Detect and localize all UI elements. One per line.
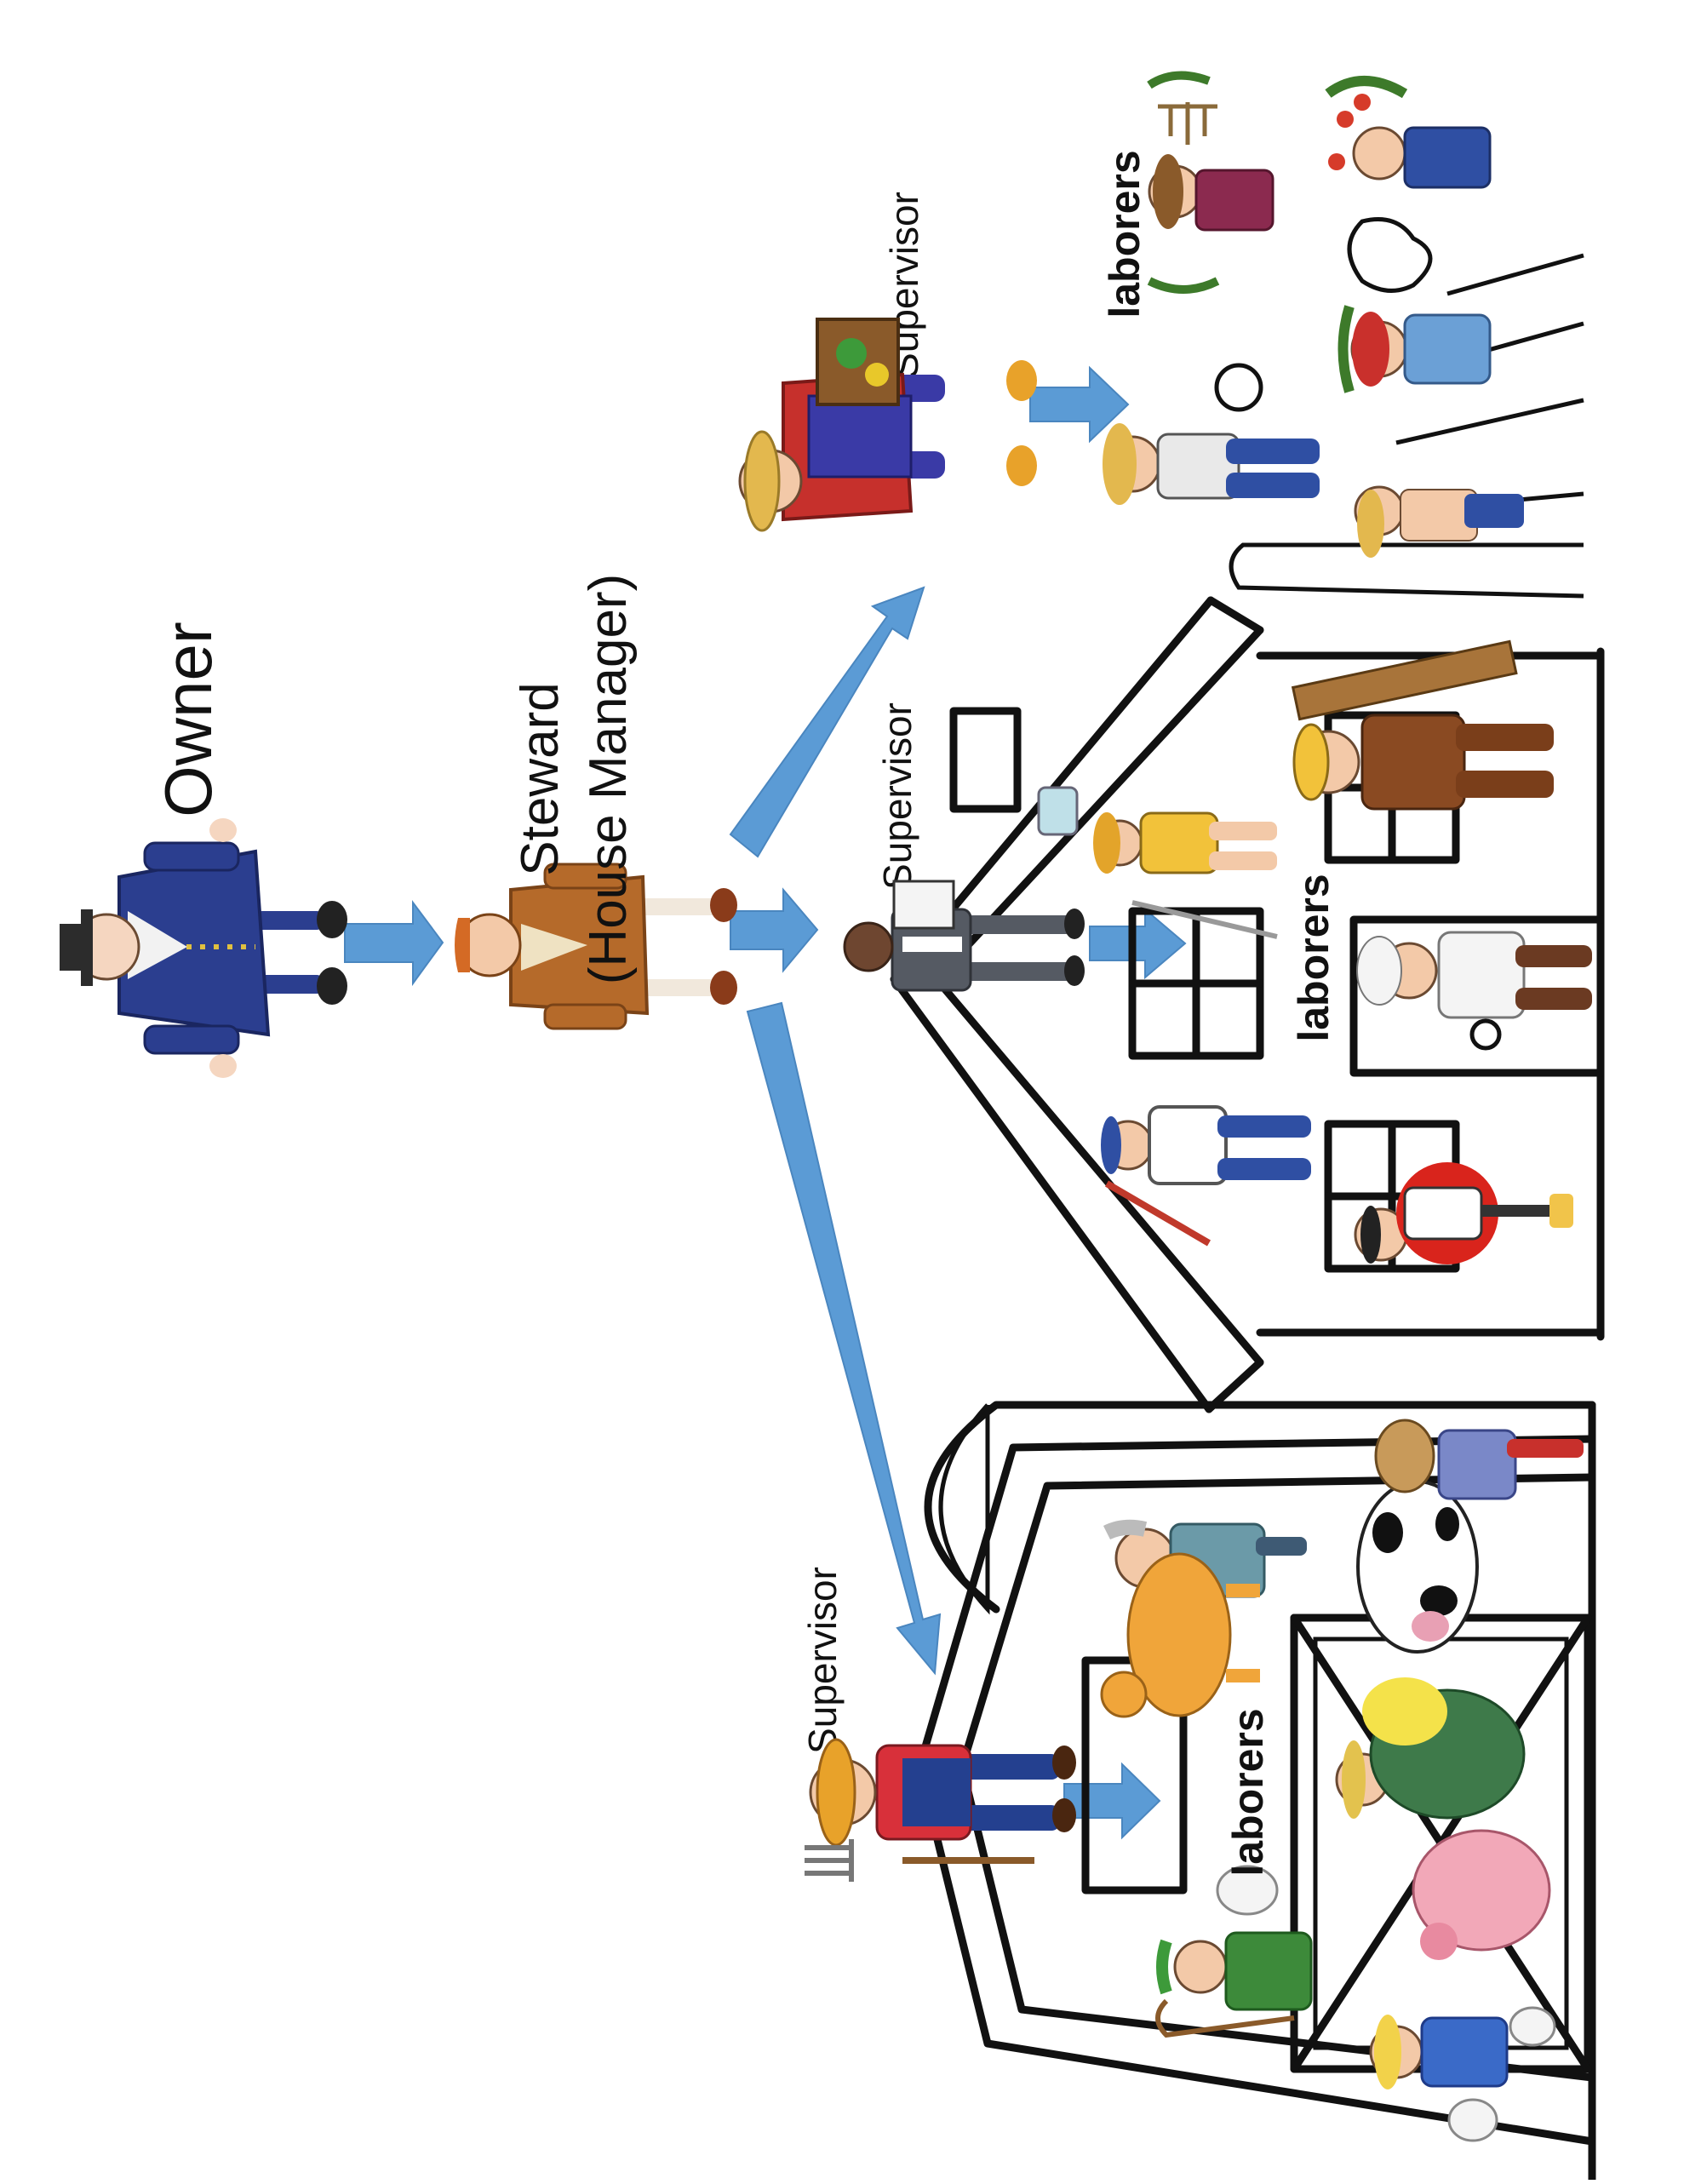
field-laborers-label: laborers (1101, 150, 1148, 318)
steward-label-line2: (House Manager) (579, 574, 638, 984)
barn-pig (1412, 1829, 1551, 1960)
barn-laborers-label: laborers (1224, 1708, 1272, 1876)
arrow-barn-supervisor-to-laborers (1063, 1762, 1161, 1840)
field-laborer-1 (1103, 423, 1320, 505)
house-supervisor-label: Supervisor (875, 702, 919, 890)
arrow-steward-to-house-supervisor (730, 887, 819, 973)
farmer-with-crate-icon (738, 318, 1037, 532)
barn-camel (1100, 1552, 1260, 1718)
barn-laborer-girl (1369, 2006, 1556, 2142)
farmer-with-pitchfork-icon (805, 1738, 1076, 1882)
barn-farmer-milking (1374, 1419, 1584, 1500)
field-laborer-5 (1354, 485, 1524, 558)
house-laborer-carpenter (1291, 639, 1554, 811)
barn-supervisor-label: Supervisor (800, 1567, 845, 1754)
house-laborer-painter (1101, 1105, 1311, 1247)
arrows (344, 365, 1187, 1840)
businessman-with-clipboard-icon (843, 880, 1085, 992)
arrow-steward-to-barn-supervisor (746, 1001, 942, 1676)
field-laborer-3 (1337, 305, 1492, 393)
barn-fat-farmer (1335, 1677, 1526, 1820)
field-scene (1103, 71, 1584, 599)
arrow-house-supervisor-to-laborers (1089, 907, 1187, 980)
arrow-field-supervisor-to-laborers (1029, 365, 1130, 444)
house-laborer-vacuum (1037, 786, 1278, 939)
gentleman-figure-icon (60, 818, 347, 1078)
barn-scene (915, 1401, 1596, 2184)
arrow-owner-to-steward (344, 899, 444, 987)
field-laborer-4 (1325, 76, 1492, 189)
barn-laborer-shepherd (1155, 1865, 1313, 2038)
steward-figure-icon (455, 863, 737, 1030)
house-laborer-maid (1354, 1162, 1573, 1264)
barn-cow (1356, 1480, 1479, 1654)
house-laborers-label: laborers (1290, 874, 1337, 1041)
house-laborer-chef (1356, 931, 1592, 1019)
owner-label: Owner (151, 622, 226, 817)
house-scene (890, 596, 1605, 1413)
arrow-steward-to-field-supervisor (729, 586, 925, 858)
steward-label-line1: Steward (511, 682, 570, 875)
field-laborer-2 (1147, 71, 1274, 294)
